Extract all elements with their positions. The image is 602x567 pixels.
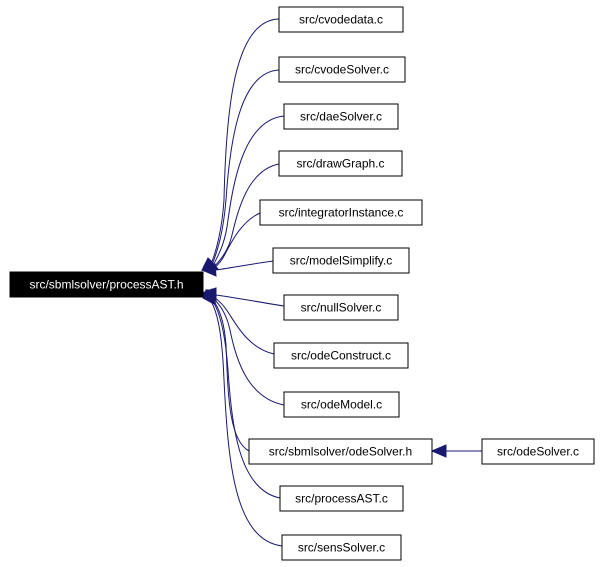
edge-n1-to-root xyxy=(202,18,280,269)
node-label: src/odeModel.c xyxy=(301,398,382,412)
node-odesolver-c[interactable]: src/odeSolver.c xyxy=(481,438,595,465)
edge-n13-to-n10 xyxy=(430,444,482,458)
node-drawgraph-c[interactable]: src/drawGraph.c xyxy=(278,150,403,177)
edge-n3-to-root xyxy=(201,115,285,271)
nodes-layer: src/sbmlsolver/processAST.h src/cvodedat… xyxy=(9,6,595,561)
node-cvodesolver-c[interactable]: src/cvodeSolver.c xyxy=(278,56,406,83)
arrowhead-icon xyxy=(202,288,216,306)
node-integratorinstance-c[interactable]: src/integratorInstance.c xyxy=(259,199,423,226)
edge-n9-to-root xyxy=(202,289,285,406)
edges-layer xyxy=(200,18,482,547)
edge-n2-to-root xyxy=(201,69,280,270)
arrowhead-icon xyxy=(430,444,447,458)
arrowhead-icon xyxy=(200,263,217,277)
edge-line xyxy=(211,299,281,499)
edge-line xyxy=(210,18,280,265)
edge-line xyxy=(211,298,250,452)
edge-n11-to-root xyxy=(202,289,281,499)
node-processast-c[interactable]: src/processAST.c xyxy=(279,485,404,512)
node-label: src/processAST.c xyxy=(295,492,388,506)
edge-line xyxy=(214,212,261,269)
node-root-processast-h[interactable]: src/sbmlsolver/processAST.h xyxy=(9,271,204,298)
node-label: src/odeSolver.c xyxy=(497,445,579,459)
node-nullsolver-c[interactable]: src/nullSolver.c xyxy=(283,294,399,321)
edge-line xyxy=(215,294,285,307)
node-label: src/nullSolver.c xyxy=(301,301,382,315)
node-odeconstruct-c[interactable]: src/odeConstruct.c xyxy=(273,342,409,369)
edge-line xyxy=(213,163,280,268)
node-cvodedata-c[interactable]: src/cvodedata.c xyxy=(278,6,404,33)
edge-line xyxy=(210,300,283,547)
node-label: src/odeConstruct.c xyxy=(291,349,391,363)
node-label: src/daeSolver.c xyxy=(300,110,382,124)
node-label: src/cvodeSolver.c xyxy=(295,63,389,77)
node-odesolver-h[interactable]: src/sbmlsolver/odeSolver.h xyxy=(248,438,433,465)
node-label: src/sbmlsolver/processAST.h xyxy=(29,278,183,292)
node-label: src/modelSimplify.c xyxy=(290,254,392,268)
node-daesolver-c[interactable]: src/daeSolver.c xyxy=(283,103,399,130)
node-label: src/integratorInstance.c xyxy=(279,206,404,220)
node-label: src/sbmlsolver/odeSolver.h xyxy=(269,445,412,459)
edge-n6-to-root xyxy=(200,260,274,277)
edge-line xyxy=(213,296,275,355)
edge-n10-to-root xyxy=(202,289,250,452)
node-senssolver-c[interactable]: src/sensSolver.c xyxy=(281,534,402,561)
node-modelsimplify-c[interactable]: src/modelSimplify.c xyxy=(272,247,410,274)
node-odemodel-c[interactable]: src/odeModel.c xyxy=(283,391,400,418)
node-label: src/cvodedata.c xyxy=(299,13,383,27)
edge-line xyxy=(215,260,274,271)
node-label: src/drawGraph.c xyxy=(296,157,384,171)
edge-line xyxy=(212,297,285,406)
edge-line xyxy=(212,115,285,267)
node-label: src/sensSolver.c xyxy=(298,541,385,555)
edge-line xyxy=(211,69,280,266)
edge-n12-to-root xyxy=(202,288,283,547)
